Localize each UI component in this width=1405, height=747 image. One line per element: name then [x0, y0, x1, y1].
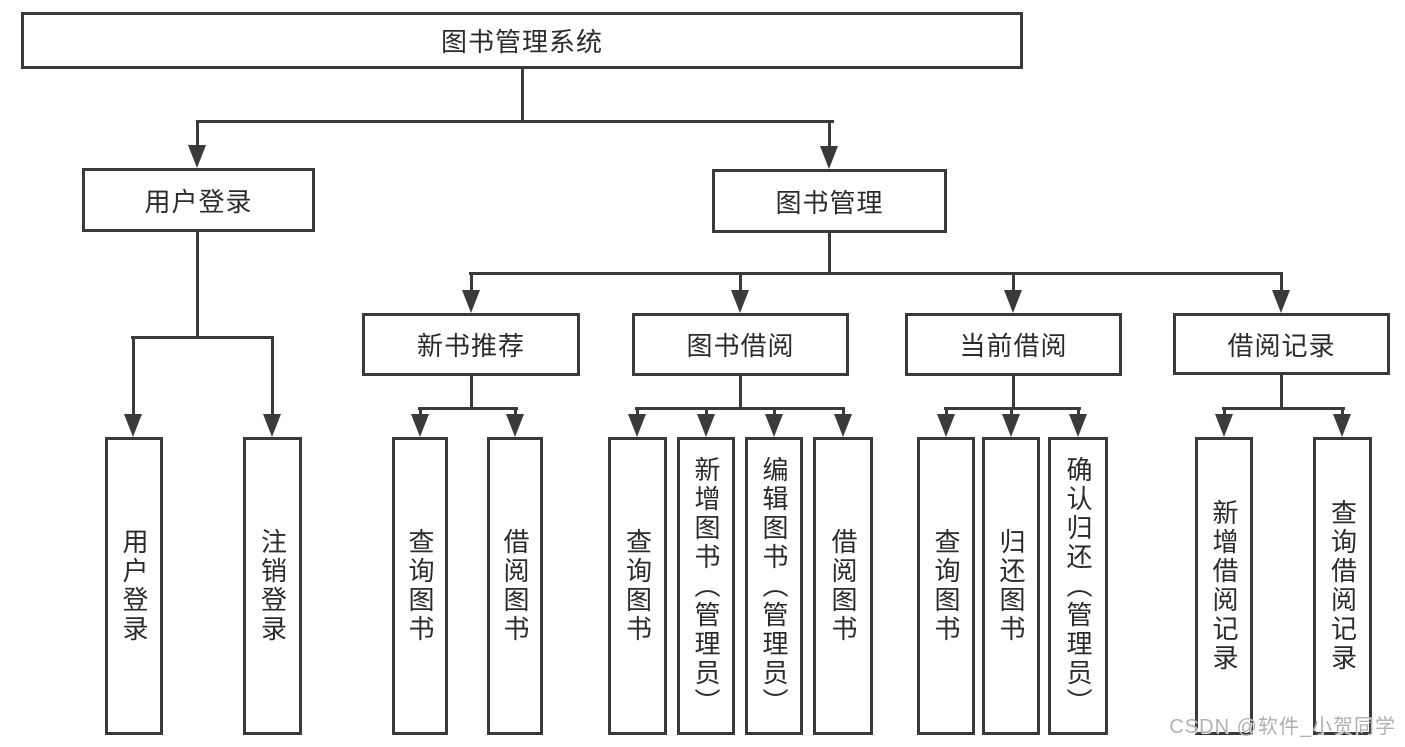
- watermark-text: CSDN @软件_小贺同学: [1169, 716, 1396, 738]
- node-new-book-recommendation: 新书推荐: [362, 313, 580, 376]
- connector-line: [1011, 272, 1015, 292]
- node-label: 图书管理系统: [440, 27, 603, 57]
- node-query-books-2: 查询图书: [608, 437, 667, 735]
- arrowhead-down-icon: [765, 414, 783, 437]
- connector-line: [841, 407, 845, 416]
- node-query-borrow-record: 查询借阅记录: [1313, 437, 1372, 735]
- connector-line: [635, 407, 639, 416]
- connector-line: [1222, 407, 1345, 410]
- arrowhead-down-icon: [820, 146, 838, 169]
- connector-line: [1076, 407, 1080, 416]
- connector-line: [131, 336, 135, 416]
- node-label: 注销登录: [257, 528, 288, 644]
- node-label: 确认归还（管理员）: [1063, 455, 1093, 717]
- node-return-book: 归还图书: [982, 437, 1040, 735]
- connector-line: [944, 407, 1081, 410]
- node-label: 图书借阅: [686, 331, 795, 361]
- node-add-book-admin: 新增图书（管理员）: [677, 437, 735, 735]
- arrowhead-down-icon: [462, 290, 480, 313]
- connector-line: [704, 407, 708, 416]
- node-label: 借阅图书: [828, 528, 858, 644]
- connector-line: [196, 232, 199, 339]
- node-query-books-3: 查询图书: [917, 437, 975, 735]
- arrowhead-down-icon: [937, 414, 955, 437]
- node-label: 查询图书: [622, 528, 653, 644]
- node-label: 新书推荐: [416, 331, 525, 361]
- node-label: 查询图书: [931, 528, 961, 644]
- node-label: 查询借阅记录: [1327, 499, 1358, 673]
- arrowhead-down-icon: [834, 414, 852, 437]
- node-add-borrow-record: 新增借阅记录: [1195, 437, 1253, 735]
- node-label: 新增借阅记录: [1209, 499, 1239, 673]
- arrowhead-down-icon: [1002, 414, 1020, 437]
- connector-line: [469, 272, 473, 292]
- node-label: 当前借阅: [959, 331, 1068, 361]
- node-user-login: 用户登录: [82, 168, 315, 232]
- connector-line: [196, 120, 834, 123]
- connector-line: [738, 272, 742, 292]
- node-confirm-return-admin: 确认归还（管理员）: [1048, 437, 1108, 735]
- connector-line: [131, 336, 274, 339]
- arrowhead-down-icon: [1069, 414, 1087, 437]
- node-label: 编辑图书（管理员）: [759, 455, 789, 717]
- connector-line: [828, 233, 831, 275]
- connector-line: [521, 69, 524, 123]
- connector-line: [418, 407, 518, 410]
- node-current-borrowing: 当前借阅: [905, 313, 1122, 376]
- node-edit-book-admin: 编辑图书（管理员）: [745, 437, 803, 735]
- node-label: 用户登录: [144, 186, 253, 217]
- node-library-management-system: 图书管理系统: [21, 12, 1023, 69]
- node-label: 图书管理: [775, 187, 884, 218]
- node-book-borrowing: 图书借阅: [632, 313, 849, 376]
- arrowhead-down-icon: [1272, 290, 1290, 313]
- connector-line: [513, 407, 517, 416]
- connector-line: [1009, 407, 1013, 416]
- node-label: 借阅记录: [1227, 330, 1336, 361]
- arrowhead-down-icon: [1333, 414, 1351, 437]
- connector-line: [1279, 272, 1283, 292]
- node-logout-action: 注销登录: [243, 437, 302, 735]
- arrowhead-down-icon: [124, 414, 142, 437]
- connector-line: [1280, 375, 1283, 410]
- connector-line: [739, 376, 742, 410]
- node-borrow-books-2: 借阅图书: [813, 437, 873, 735]
- node-label: 归还图书: [996, 528, 1026, 644]
- node-label: 用户登录: [119, 528, 149, 644]
- arrowhead-down-icon: [506, 414, 524, 437]
- arrowhead-down-icon: [697, 414, 715, 437]
- node-label: 借阅图书: [500, 528, 530, 644]
- connector-line: [195, 120, 199, 147]
- arrowhead-down-icon: [1215, 414, 1233, 437]
- connector-line: [1222, 407, 1226, 416]
- arrowhead-down-icon: [628, 414, 646, 437]
- arrowhead-down-icon: [263, 414, 281, 437]
- connector-line: [827, 120, 831, 148]
- node-borrow-books-1: 借阅图书: [487, 437, 543, 735]
- node-label: 查询图书: [405, 528, 435, 644]
- node-book-management: 图书管理: [712, 169, 947, 233]
- arrowhead-down-icon: [731, 290, 749, 313]
- arrowhead-down-icon: [411, 414, 429, 437]
- arrowhead-down-icon: [188, 145, 206, 168]
- connector-line: [469, 272, 1283, 275]
- node-borrowing-records: 借阅记录: [1173, 313, 1390, 375]
- arrowhead-down-icon: [1004, 290, 1022, 313]
- connector-line: [1340, 407, 1344, 416]
- connector-line: [1012, 376, 1015, 410]
- connector-line: [418, 407, 422, 416]
- connector-line: [635, 407, 845, 410]
- node-query-books-1: 查询图书: [392, 437, 448, 735]
- node-label: 新增图书（管理员）: [691, 455, 721, 717]
- connector-line: [470, 376, 473, 410]
- connector-line: [772, 407, 776, 416]
- connector-line: [944, 407, 948, 416]
- connector-line: [270, 336, 274, 416]
- node-user-login-action: 用户登录: [105, 437, 163, 735]
